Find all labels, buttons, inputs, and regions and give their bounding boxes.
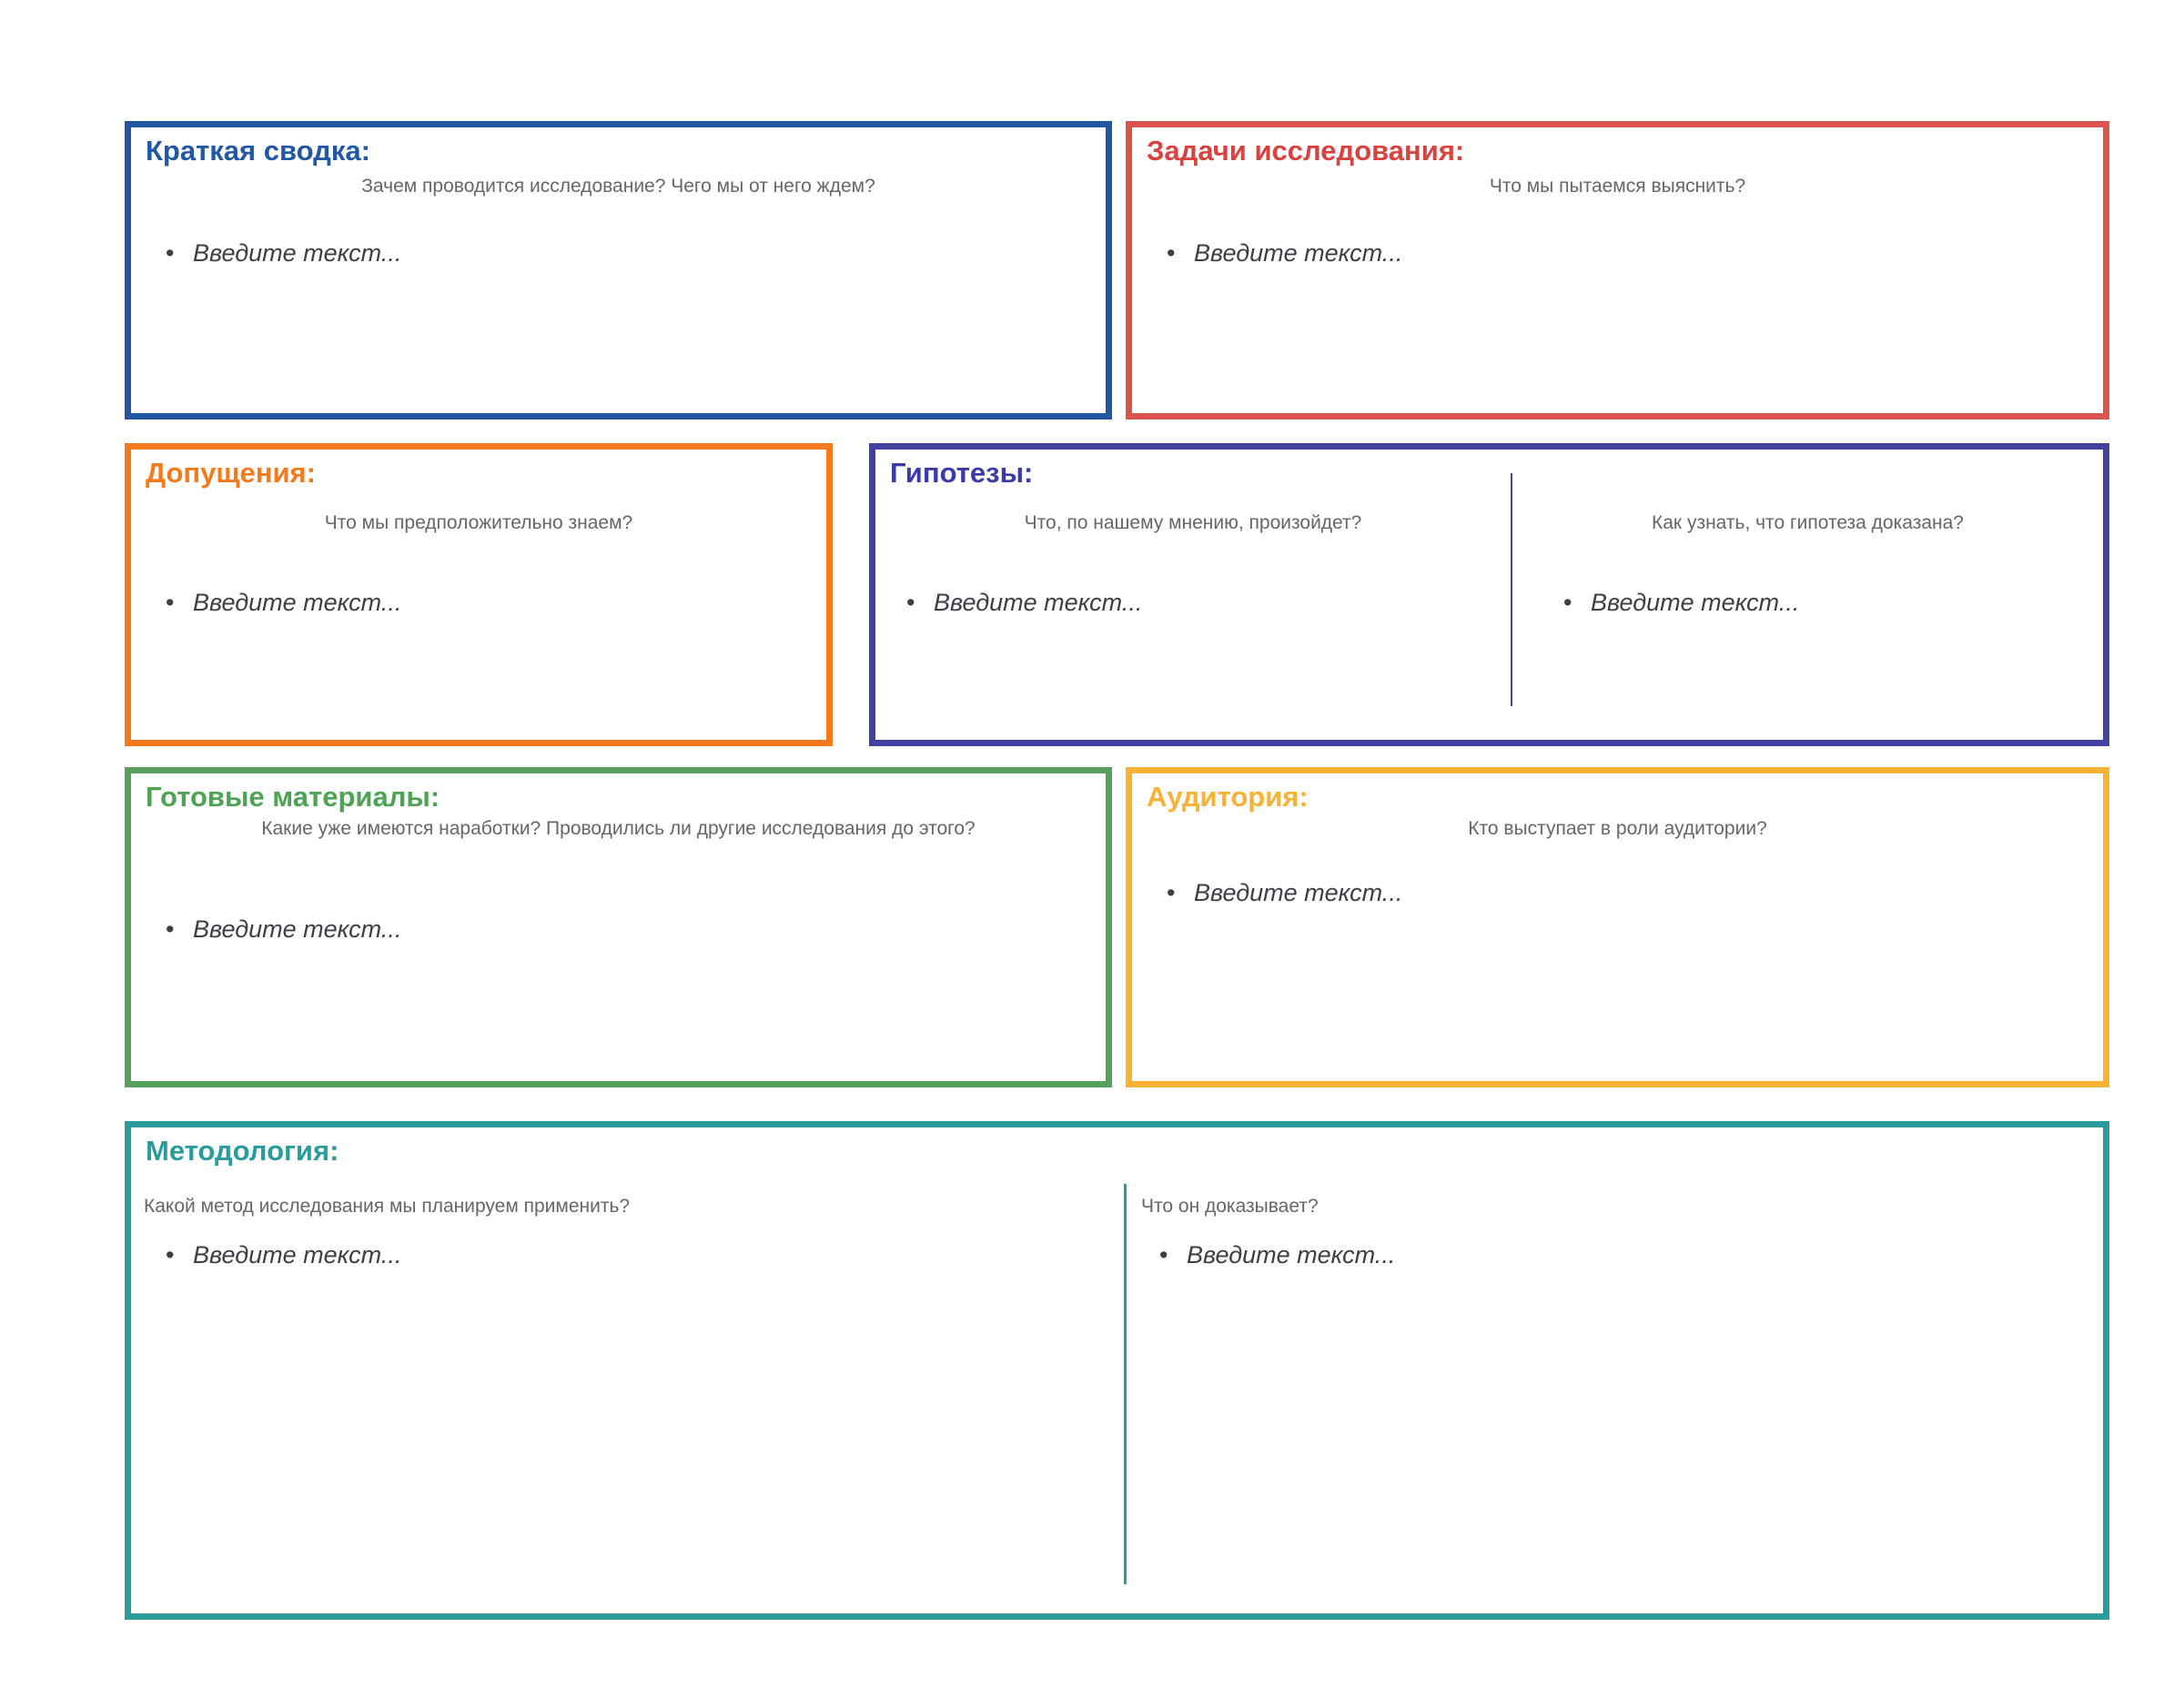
hypotheses-divider — [1511, 473, 1512, 706]
bullet-icon — [1167, 878, 1194, 907]
hypotheses-left-subtitle: Что, по нашему мнению, произойдет? — [1024, 512, 1362, 533]
assumptions-box: Допущения: Что мы предположительно знаем… — [125, 443, 833, 746]
methodology-box: Методология: Какой метод исследования мы… — [125, 1121, 2109, 1620]
hypotheses-right-placeholder[interactable]: Введите текст... — [1563, 588, 1799, 617]
audience-subtitle: Кто выступает в роли аудитории? — [1468, 818, 1767, 839]
placeholder-text[interactable]: Введите текст... — [1187, 1241, 1396, 1269]
placeholder-text[interactable]: Введите текст... — [1194, 879, 1403, 906]
hypotheses-title: Гипотезы: — [890, 457, 1034, 489]
methodology-right-placeholder[interactable]: Введите текст... — [1159, 1240, 1395, 1269]
hypotheses-left-placeholder[interactable]: Введите текст... — [906, 588, 1142, 617]
hypotheses-column-what-happens: Что, по нашему мнению, произойдет? Введи… — [875, 450, 1511, 740]
placeholder-text[interactable]: Введите текст... — [934, 589, 1143, 616]
bullet-icon — [166, 238, 193, 268]
placeholder-text[interactable]: Введите текст... — [1194, 239, 1403, 267]
assumptions-title: Допущения: — [146, 457, 316, 489]
assumptions-placeholder[interactable]: Введите текст... — [166, 588, 401, 617]
methodology-column-method: Какой метод исследования мы планируем пр… — [131, 1127, 1124, 1613]
bullet-icon — [166, 915, 193, 944]
methodology-left-placeholder[interactable]: Введите текст... — [166, 1240, 401, 1269]
placeholder-text[interactable]: Введите текст... — [193, 589, 402, 616]
bullet-icon — [906, 588, 934, 617]
placeholder-text[interactable]: Введите текст... — [1591, 589, 1800, 616]
objectives-placeholder[interactable]: Введите текст... — [1167, 238, 1402, 268]
materials-placeholder[interactable]: Введите текст... — [166, 915, 401, 944]
assumptions-subtitle: Что мы предположительно знаем? — [324, 512, 633, 533]
hypotheses-box: Гипотезы: Что, по нашему мнению, произой… — [869, 443, 2109, 746]
objectives-title: Задачи исследования: — [1147, 135, 1465, 167]
hypotheses-column-how-to-prove: Как узнать, что гипотеза доказана? Введи… — [1512, 450, 2103, 740]
bullet-icon — [1159, 1240, 1187, 1269]
placeholder-text[interactable]: Введите текст... — [193, 239, 402, 267]
materials-title: Готовые материалы: — [146, 781, 440, 813]
methodology-column-proof: Что он доказывает? Введите текст... — [1127, 1127, 2103, 1613]
audience-box: Аудитория: Кто выступает в роли аудитори… — [1126, 767, 2109, 1087]
methodology-divider — [1124, 1184, 1127, 1584]
objectives-subtitle: Что мы пытаемся выяснить? — [1489, 176, 1746, 197]
summary-subtitle: Зачем проводится исследование? Чего мы о… — [361, 176, 875, 197]
bullet-icon — [1563, 588, 1591, 617]
audience-title: Аудитория: — [1147, 781, 1309, 813]
placeholder-text[interactable]: Введите текст... — [193, 1241, 402, 1269]
hypotheses-right-subtitle: Как узнать, что гипотеза доказана? — [1652, 512, 1964, 533]
audience-placeholder[interactable]: Введите текст... — [1167, 878, 1402, 907]
methodology-right-subtitle: Что он доказывает? — [1141, 1196, 1319, 1217]
methodology-left-subtitle: Какой метод исследования мы планируем пр… — [144, 1196, 631, 1217]
objectives-box: Задачи исследования: Что мы пытаемся выя… — [1126, 121, 2109, 419]
methodology-title: Методология: — [146, 1135, 339, 1167]
summary-box: Краткая сводка: Зачем проводится исследо… — [125, 121, 1112, 419]
bullet-icon — [1167, 238, 1194, 268]
placeholder-text[interactable]: Введите текст... — [193, 915, 402, 943]
summary-title: Краткая сводка: — [146, 135, 370, 167]
materials-subtitle: Какие уже имеются наработки? Проводились… — [261, 818, 976, 839]
bullet-icon — [166, 588, 193, 617]
summary-placeholder[interactable]: Введите текст... — [166, 238, 401, 268]
materials-box: Готовые материалы: Какие уже имеются нар… — [125, 767, 1112, 1087]
bullet-icon — [166, 1240, 193, 1269]
